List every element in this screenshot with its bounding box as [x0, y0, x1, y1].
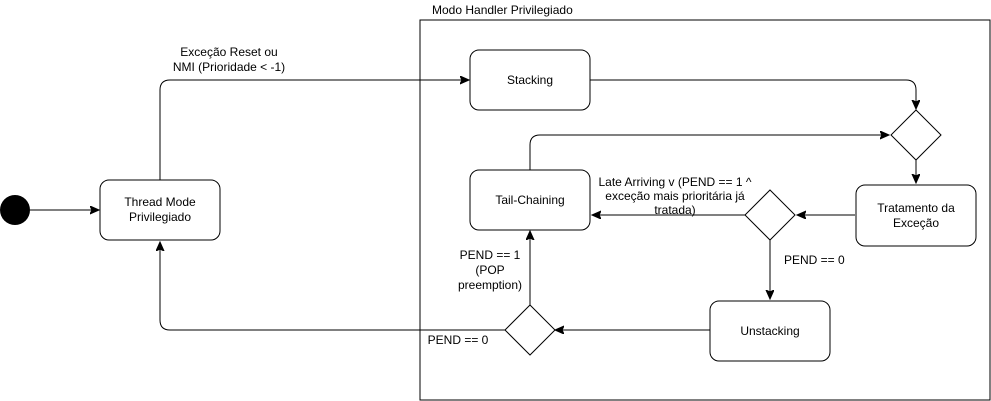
- thread-mode-label-1: Thread Mode: [124, 195, 196, 209]
- tratamento-label-1: Tratamento da: [877, 201, 955, 215]
- pend-eq-1-label-1: PEND == 1: [460, 248, 521, 262]
- handler-mode-frame: [419, 19, 991, 401]
- edge-stacking-to-merge: [590, 79, 916, 108]
- tratamento-label-2: Exceção: [893, 216, 939, 230]
- unstacking-label: Unstacking: [740, 324, 799, 338]
- pend-eq-1-label-3: preemption): [458, 278, 522, 292]
- pend-eq-1-label-2: (POP: [475, 263, 504, 277]
- late-arriving-label-2: exceção mais prioritária já: [605, 189, 745, 203]
- handler-mode-title: Modo Handler Privilegiado: [432, 3, 573, 17]
- pend-eq-0-right-label: PEND == 0: [784, 253, 845, 267]
- late-arriving-label-3: tratada): [654, 203, 695, 217]
- pend-decision-diamond[interactable]: [504, 304, 556, 356]
- reset-nmi-label-2: NMI (Prioridade < -1): [173, 60, 285, 74]
- late-arrival-decision-diamond[interactable]: [744, 189, 796, 241]
- stacking-node[interactable]: Stacking: [469, 49, 591, 111]
- stacking-label: Stacking: [507, 73, 553, 87]
- tail-chaining-node[interactable]: Tail-Chaining: [469, 169, 591, 231]
- merge-diamond[interactable]: [890, 109, 942, 161]
- reset-nmi-label-1: Exceção Reset ou: [180, 45, 277, 59]
- tratamento-node[interactable]: Tratamento da Exceção: [855, 184, 977, 247]
- late-arriving-label-1: Late Arriving v (PEND == 1 ^: [598, 175, 751, 189]
- edge-thread-to-stacking: [159, 80, 468, 180]
- tail-chaining-label: Tail-Chaining: [495, 193, 564, 207]
- thread-mode-node[interactable]: Thread Mode Privilegiado: [99, 179, 221, 241]
- pend-eq-0-left-label: PEND == 0: [428, 333, 489, 347]
- unstacking-node[interactable]: Unstacking: [709, 300, 831, 362]
- thread-mode-label-2: Privilegiado: [129, 210, 191, 224]
- edge-tailchaining-to-merge: [529, 135, 888, 170]
- edge-decision-to-thread: [160, 243, 505, 331]
- initial-state: [0, 195, 30, 225]
